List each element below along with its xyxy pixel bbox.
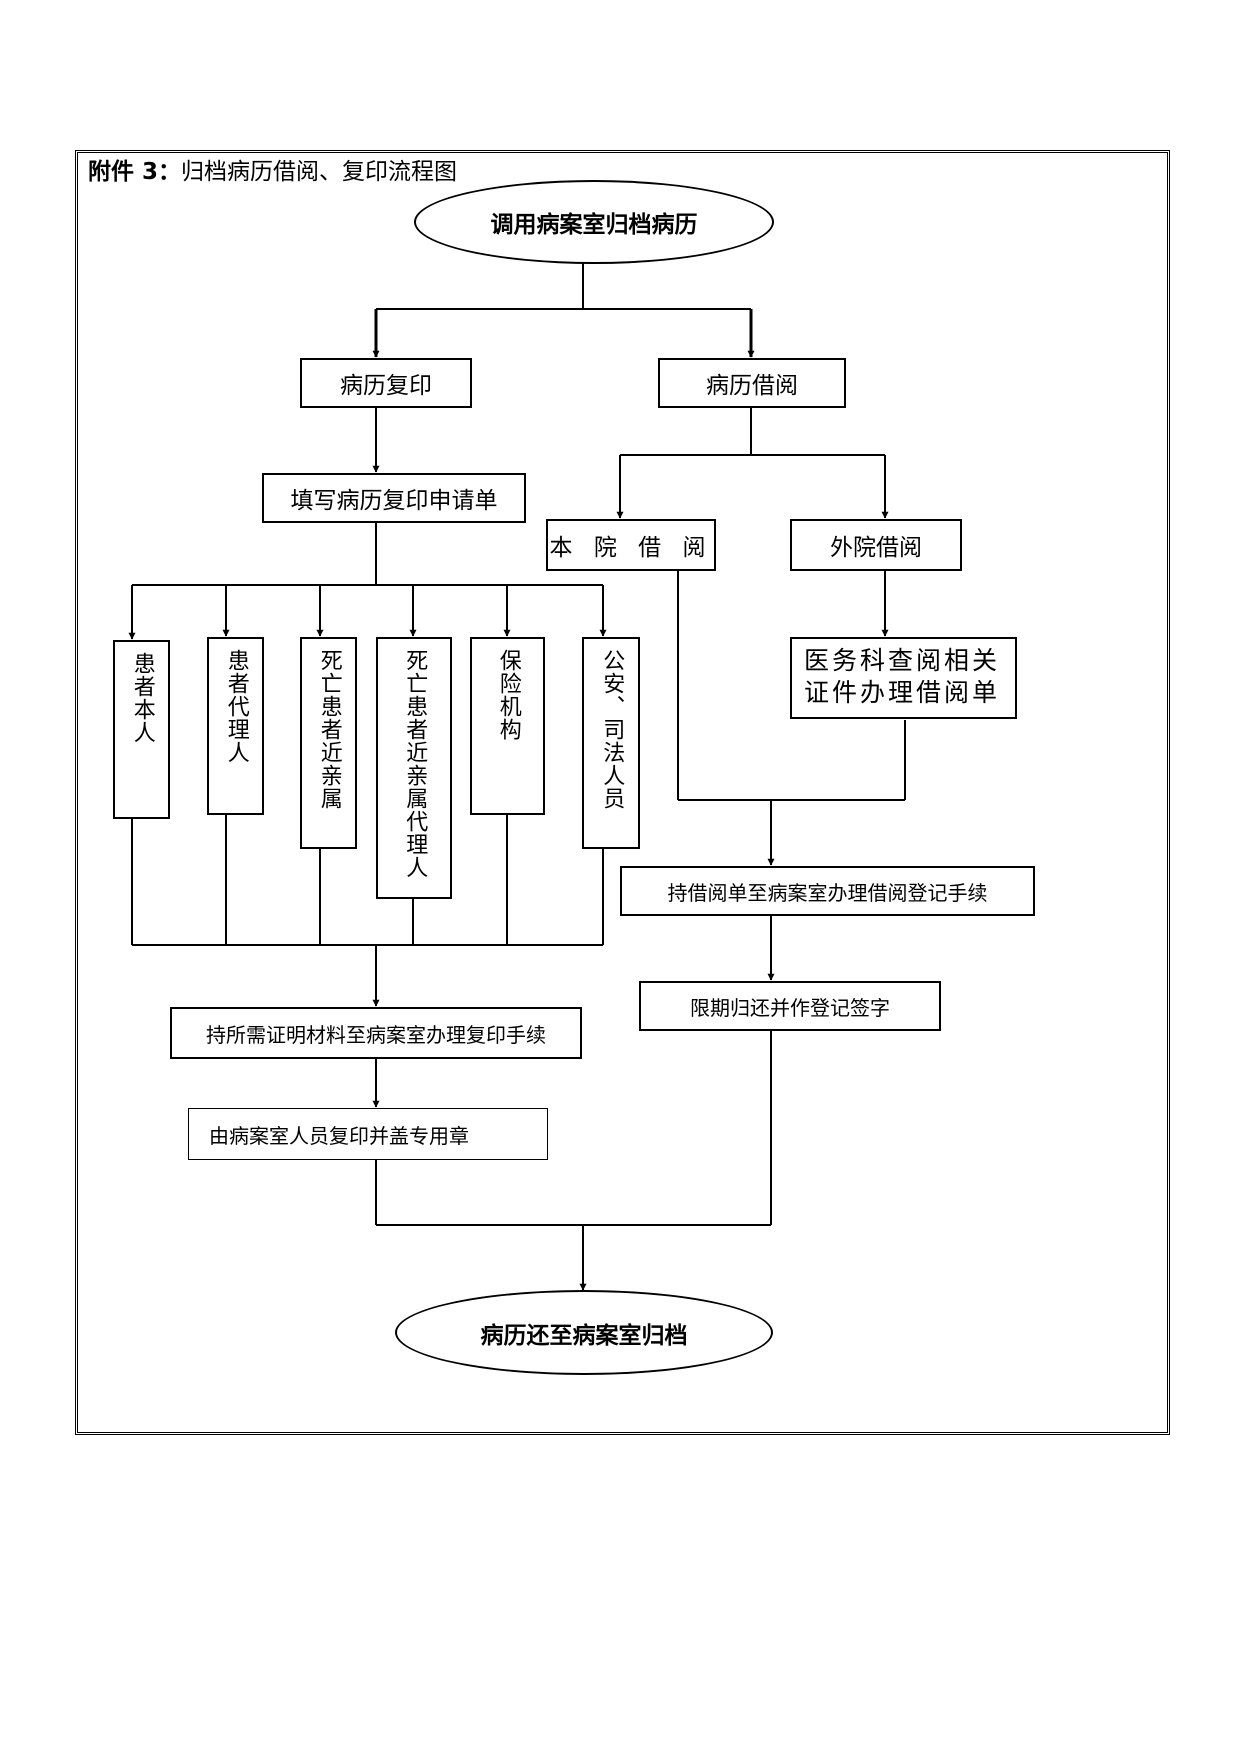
applicant-police-judicial: 公安、司法人员 bbox=[582, 637, 640, 849]
applicant-relative-agent-label: 死亡患者近亲属代理人 bbox=[402, 649, 428, 879]
heading-title: 归档病历借阅、复印流程图 bbox=[181, 159, 458, 185]
copy-branch-node: 病历复印 bbox=[300, 358, 472, 408]
applicant-patient-label: 患者本人 bbox=[129, 652, 155, 744]
applicant-relative-agent: 死亡患者近亲属代理人 bbox=[376, 637, 452, 899]
applicant-patient-agent-label: 患者代理人 bbox=[223, 649, 249, 764]
copy-stamp-node: 由病案室人员复印并盖专用章 bbox=[188, 1108, 548, 1160]
borrow-register-node: 持借阅单至病案室办理借阅登记手续 bbox=[620, 866, 1035, 916]
verify-node: 医务科查阅相关 证件办理借阅单 bbox=[790, 637, 1017, 719]
borrow-branch-node: 病历借阅 bbox=[658, 358, 846, 408]
heading-prefix: 附件 3： bbox=[88, 159, 182, 185]
page-heading: 附件 3：归档病历借阅、复印流程图 bbox=[88, 152, 457, 186]
applicant-insurer-label: 保险机构 bbox=[495, 649, 521, 741]
internal-borrow-node: 本 院 借 阅 bbox=[546, 519, 716, 571]
start-node: 调用病案室归档病历 bbox=[414, 180, 774, 264]
applicant-relative: 死亡患者近亲属 bbox=[300, 637, 357, 849]
applicant-insurer: 保险机构 bbox=[470, 637, 545, 815]
end-node: 病历还至病案室归档 bbox=[395, 1290, 773, 1375]
copy-application-node: 填写病历复印申请单 bbox=[262, 473, 526, 523]
applicant-patient-agent: 患者代理人 bbox=[207, 637, 264, 815]
applicant-patient: 患者本人 bbox=[113, 640, 170, 819]
verify-line-1: 医务科查阅相关 bbox=[804, 646, 1001, 675]
copy-submit-node: 持所需证明材料至病案室办理复印手续 bbox=[170, 1007, 582, 1059]
applicant-police-judicial-label: 公安、司法人员 bbox=[599, 649, 625, 810]
return-node: 限期归还并作登记签字 bbox=[639, 981, 941, 1031]
applicant-relative-label: 死亡患者近亲属 bbox=[316, 649, 342, 810]
verify-line-2: 证件办理借阅单 bbox=[804, 678, 1001, 707]
external-borrow-node: 外院借阅 bbox=[790, 519, 962, 571]
internal-borrow-label: 本 院 借 阅 bbox=[549, 535, 713, 561]
page-frame bbox=[75, 150, 1170, 1435]
